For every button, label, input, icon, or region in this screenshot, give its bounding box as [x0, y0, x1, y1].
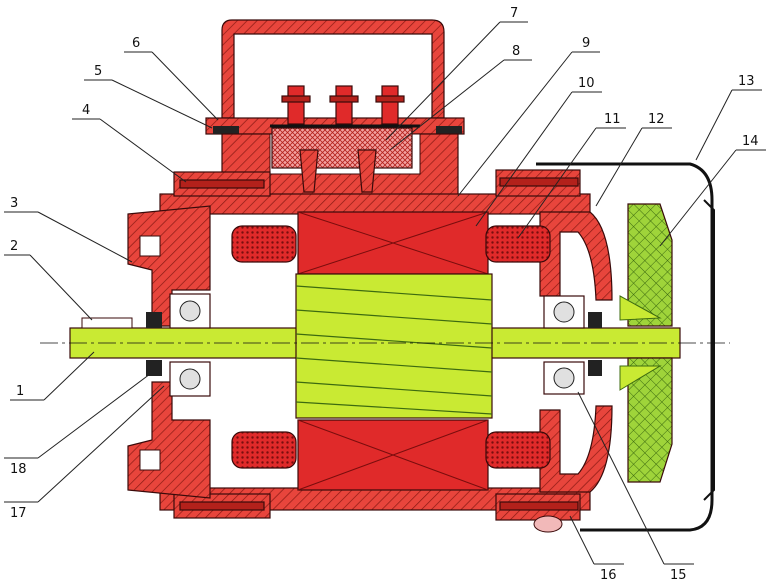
- leader-lines: [4, 21, 766, 565]
- motor-housing: [159, 169, 591, 533]
- callout-14: 14: [742, 134, 759, 149]
- front-bearing: [169, 293, 211, 397]
- callout-13: 13: [738, 74, 755, 89]
- stator-windings: [231, 225, 551, 469]
- callout-5: 5: [94, 64, 102, 79]
- cooling-fan: [619, 203, 673, 483]
- terminal-box: [205, 19, 465, 197]
- callout-1: 1: [16, 384, 24, 399]
- rotor: [295, 273, 493, 419]
- callout-2: 2: [10, 239, 18, 254]
- callout-18: 18: [10, 462, 27, 477]
- callout-7: 7: [510, 6, 518, 21]
- callout-16: 16: [600, 568, 617, 583]
- callout-9: 9: [582, 36, 590, 51]
- stator-core: [297, 211, 489, 491]
- front-end-shield: [127, 205, 211, 499]
- callout-11: 11: [604, 112, 621, 127]
- rear-end-shield: [539, 211, 613, 493]
- callout-17: 17: [10, 506, 27, 521]
- callout-3: 3: [10, 196, 18, 211]
- callout-6: 6: [132, 36, 140, 51]
- callout-8: 8: [512, 44, 520, 59]
- fan-cover: [536, 162, 715, 532]
- callout-15: 15: [670, 568, 687, 583]
- callout-labels: 1 2 3 4 5 6 7 8 9 10 11 12 13 14 15 16 1…: [10, 6, 759, 583]
- callout-10: 10: [578, 76, 595, 91]
- terminal-board: [270, 85, 420, 193]
- shaft-seals: [146, 312, 602, 376]
- callout-4: 4: [82, 103, 90, 118]
- rear-bearing: [543, 295, 585, 395]
- callout-12: 12: [648, 112, 665, 127]
